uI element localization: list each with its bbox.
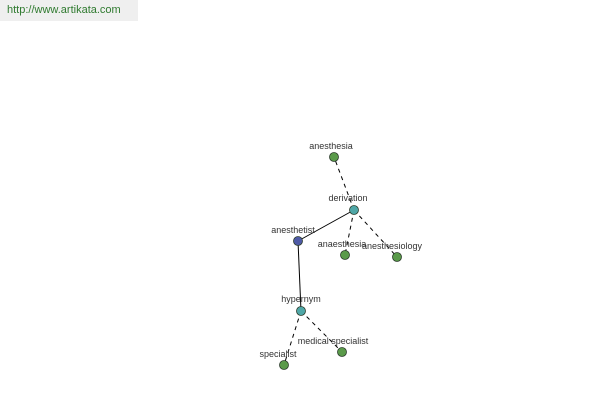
node-anesthetist[interactable]: anesthetist <box>271 225 315 246</box>
node-label: medical specialist <box>298 336 369 346</box>
node-anaesthesia[interactable]: anaesthesia <box>318 239 367 260</box>
node-dot[interactable] <box>340 250 350 260</box>
node-specialist[interactable]: specialist <box>259 349 297 370</box>
node-label: anaesthesia <box>318 239 367 249</box>
site-url-banner: http://www.artikata.com <box>0 0 138 21</box>
node-anesthesiology[interactable]: anesthesiology <box>362 241 423 262</box>
edge-hypernym-specialist <box>283 310 302 366</box>
node-label: specialist <box>259 349 297 359</box>
node-label: anesthetist <box>271 225 315 235</box>
node-dot[interactable] <box>293 236 303 246</box>
edge-derivation-anesthesia <box>333 156 355 211</box>
node-label: anesthesia <box>309 141 353 151</box>
node-label: hypernym <box>281 294 321 304</box>
node-dot[interactable] <box>329 152 339 162</box>
node-label: derivation <box>328 193 367 203</box>
node-hypernym[interactable]: hypernym <box>281 294 321 316</box>
node-dot[interactable] <box>392 252 402 262</box>
graph-edges <box>283 156 398 366</box>
edge-anesthetist-derivation <box>297 209 355 242</box>
edge-derivation-anesthesiology <box>353 209 398 258</box>
node-dot[interactable] <box>349 205 359 215</box>
graph-nodes: anesthesia derivation anesthetistanaesthes… <box>259 141 423 370</box>
node-dot[interactable] <box>296 306 306 316</box>
node-dot[interactable] <box>279 360 289 370</box>
edge-hypernym-medical_specialist <box>300 310 343 353</box>
node-label: anesthesiology <box>362 241 423 251</box>
node-medical-specialist[interactable]: medical specialist <box>298 336 369 357</box>
node-anesthesia[interactable]: anesthesia <box>309 141 353 162</box>
node-derivation[interactable]: derivation <box>328 193 368 215</box>
node-dot[interactable] <box>337 347 347 357</box>
edge-anesthetist-hypernym <box>297 240 302 312</box>
